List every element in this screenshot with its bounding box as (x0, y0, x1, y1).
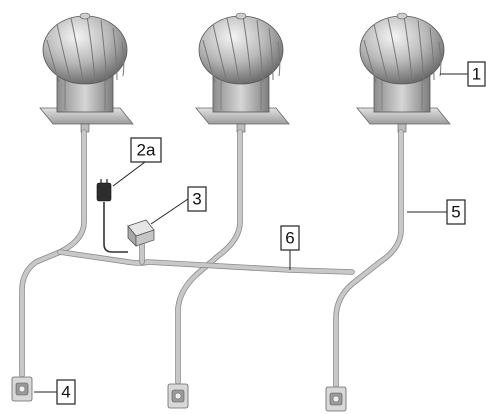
callout-3: 3 (187, 186, 207, 212)
wall-switch-left (11, 376, 33, 402)
callout-4-label: 4 (61, 383, 70, 402)
turbine-ventilator-right (356, 12, 451, 133)
callout-2a: 2a (130, 137, 162, 163)
callout-1-label: 1 (472, 65, 481, 84)
controller-box (127, 219, 155, 247)
callout-1: 1 (467, 61, 486, 87)
callout-3-label: 3 (192, 190, 201, 209)
callout-5: 5 (446, 199, 466, 225)
power-adapter (96, 179, 112, 202)
wall-switch-right (325, 386, 347, 412)
leader-2a (112, 161, 146, 187)
wall-switch-middle (167, 383, 189, 409)
cables (19, 129, 404, 388)
turbine-ventilator-left (39, 12, 134, 133)
leader-3 (150, 198, 189, 225)
turbine-ventilator-middle (195, 12, 290, 133)
callout-5-label: 5 (451, 203, 460, 222)
callout-2a-label: 2a (137, 141, 156, 160)
callout-6: 6 (280, 225, 300, 251)
callout-6-label: 6 (285, 229, 294, 248)
callout-4: 4 (56, 379, 76, 405)
